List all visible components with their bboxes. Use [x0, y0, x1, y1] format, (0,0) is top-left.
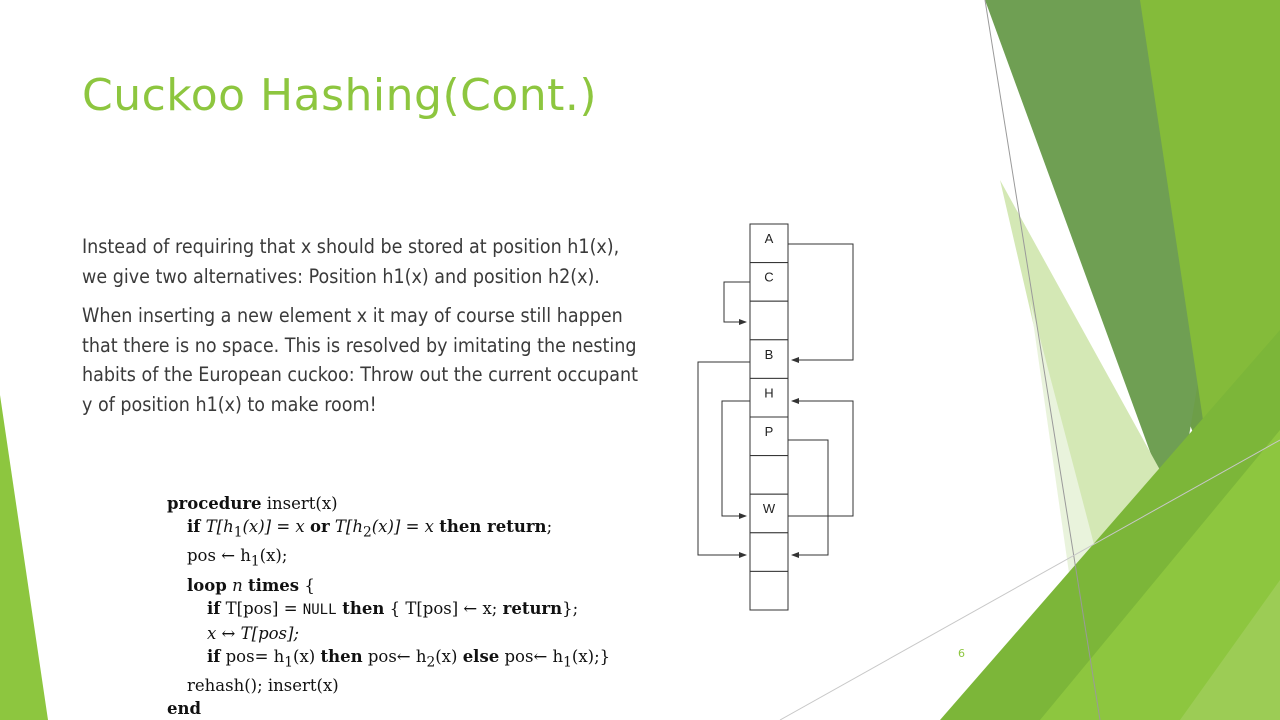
code-line-8: rehash(); insert(x): [187, 675, 339, 695]
code-line-5: if T[pos] = NULL then { T[pos] ← x; retu…: [207, 598, 579, 618]
decorative-line: [779, 439, 1280, 720]
table-cell-label: C: [764, 270, 773, 285]
paragraph-1: Instead of requiring that x should be st…: [82, 235, 620, 288]
arrow-b-to-empty: [697, 361, 750, 558]
code-line-1: procedure insert(x): [167, 494, 338, 513]
table-cell-label: H: [764, 385, 773, 400]
code-line-6: x ↔ T[pos];: [207, 623, 300, 643]
table-cell-label: B: [765, 347, 774, 362]
code-line-4: loop n times {: [187, 575, 315, 595]
arrow-p-to-empty: [788, 439, 829, 558]
code-line-7: if pos= h1(x) then pos← h2(x) else pos← …: [207, 646, 611, 670]
table-cell: [749, 300, 789, 341]
slide-body: Instead of requiring that x should be st…: [82, 232, 648, 429]
code-line-2: if T[h1(x)] = x or T[h2(x)] = x then ret…: [187, 517, 553, 541]
bottom-right-corner: [1180, 580, 1280, 720]
slide-title: Cuckoo Hashing(Cont.): [82, 70, 598, 121]
table-cell: [749, 570, 789, 611]
arrow-w-to-h: [788, 398, 854, 517]
left-edge-stripe: [0, 395, 48, 720]
table-cell-label: P: [765, 424, 774, 439]
table-cell-label: A: [765, 231, 774, 246]
table-cell: [749, 532, 789, 572]
insert-pseudocode: procedure insert(x) if T[h1(x)] = x or T…: [167, 492, 610, 720]
table-cell-label: W: [763, 501, 776, 516]
arrow-h-to-w: [721, 400, 750, 519]
code-line-9: end: [167, 698, 202, 718]
right-mid-band: [985, 0, 1200, 520]
arrow-a-to-b: [788, 243, 854, 363]
table-cell: [749, 493, 789, 534]
slide-number: 6: [958, 647, 965, 660]
arrow-c-to-empty: [723, 281, 750, 325]
cuckoo-table-diagram: A C B H P W: [697, 223, 854, 611]
bottom-right-bright: [1040, 430, 1280, 720]
decorative-line: [984, 0, 1101, 720]
paragraph-2: When inserting a new element x it may of…: [82, 304, 638, 416]
code-line-3: pos ← h1(x);: [187, 546, 288, 570]
table-cell: [749, 455, 789, 495]
